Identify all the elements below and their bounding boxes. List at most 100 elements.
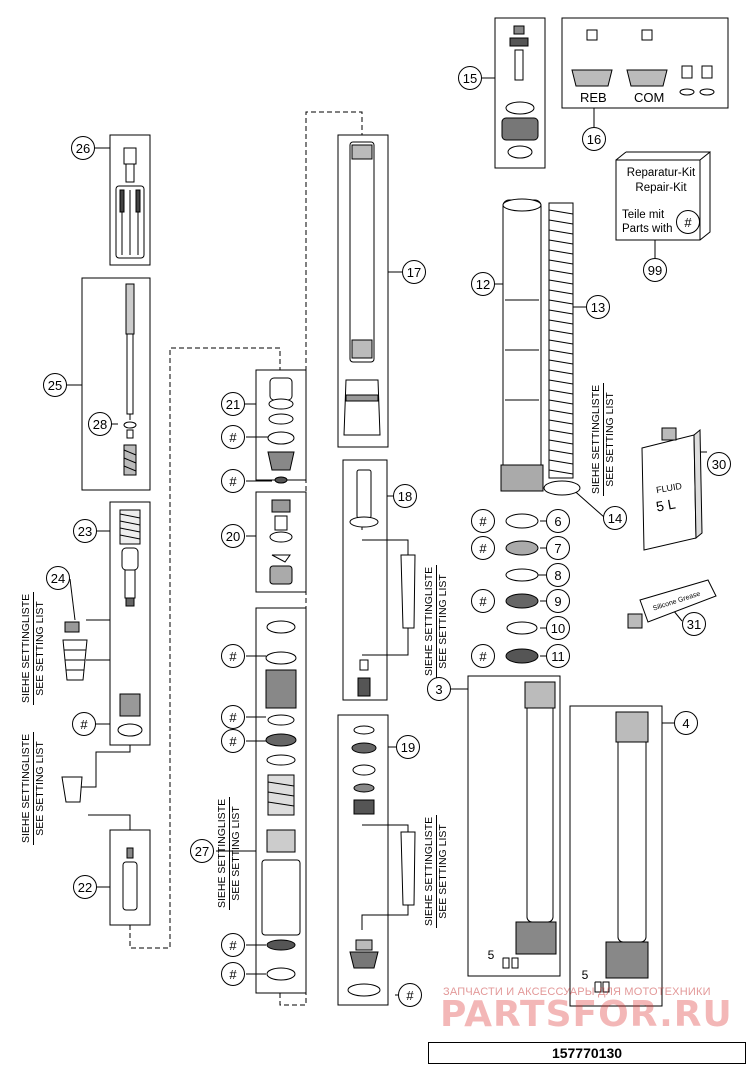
box-16 xyxy=(561,17,729,109)
setting-label-5-de: SIEHE SETTINGLISTE xyxy=(423,814,437,928)
part-14 xyxy=(543,480,581,496)
callout-5a: 5 xyxy=(479,943,503,967)
part-15 xyxy=(501,25,539,159)
part-16 xyxy=(571,29,715,96)
part-21 xyxy=(267,377,295,484)
label-reb: REB xyxy=(580,90,607,105)
setting-label-2: SIEHE SETTINGLISTE SEE SETTING LIST xyxy=(20,731,47,845)
callout-25: 25 xyxy=(43,373,67,397)
callout-hash-j: # xyxy=(471,509,495,533)
setting-label-2-de: SIEHE SETTINGLISTE xyxy=(20,731,34,845)
callout-10: 10 xyxy=(546,616,570,640)
callout-5b: 5 xyxy=(573,963,597,987)
callout-hash-e: # xyxy=(221,705,245,729)
setting-label-1-en: SEE SETTING LIST xyxy=(34,601,46,696)
setting-label-5-en: SEE SETTING LIST xyxy=(437,824,449,919)
part-number: 157770130 xyxy=(428,1042,746,1064)
callout-7: 7 xyxy=(546,536,570,560)
part-10 xyxy=(506,621,538,635)
part-19 xyxy=(347,725,416,997)
setting-label-1: SIEHE SETTINGLISTE SEE SETTING LIST xyxy=(20,591,47,705)
part-7 xyxy=(505,540,539,556)
watermark-line-2: PARTSFOR.RU xyxy=(440,994,733,1035)
setting-label-6-en: SEE SETTING LIST xyxy=(604,392,616,487)
callout-16: 16 xyxy=(582,127,606,151)
callout-6: 6 xyxy=(546,509,570,533)
callout-28: 28 xyxy=(88,412,112,436)
callout-12: 12 xyxy=(471,272,495,296)
setting-label-3-en: SEE SETTING LIST xyxy=(230,806,242,901)
part-24 xyxy=(62,621,88,681)
callout-hash-d: # xyxy=(221,644,245,668)
box-25 xyxy=(81,277,151,491)
kit-line-1: Reparatur-Kit xyxy=(626,167,696,179)
callout-hash-k: # xyxy=(471,536,495,560)
callout-27: 27 xyxy=(190,839,214,863)
callout-hash-g: # xyxy=(221,933,245,957)
setting-label-5: SIEHE SETTINGLISTE SEE SETTING LIST xyxy=(423,814,450,928)
repair-kit-box: Reparatur-Kit Repair-Kit Teile mit Parts… xyxy=(616,152,712,240)
part-6 xyxy=(505,513,539,529)
callout-4: 4 xyxy=(674,711,698,735)
callout-31: 31 xyxy=(682,612,706,636)
box-4 xyxy=(569,705,663,1007)
box-19 xyxy=(337,714,389,1006)
part-18 xyxy=(349,469,416,697)
callout-21: 21 xyxy=(221,392,245,416)
callout-14: 14 xyxy=(603,506,627,530)
part-4 xyxy=(594,711,649,993)
callout-hash-m: # xyxy=(471,644,495,668)
box-18 xyxy=(342,459,388,701)
callout-15: 15 xyxy=(458,66,482,90)
callout-hash-b: # xyxy=(221,425,245,449)
callout-8: 8 xyxy=(546,563,570,587)
setting-label-2-en: SEE SETTING LIST xyxy=(34,741,46,836)
part-12 xyxy=(500,198,544,492)
callout-22: 22 xyxy=(73,875,97,899)
callout-hash-l: # xyxy=(471,589,495,613)
box-17 xyxy=(337,134,389,448)
part-25 xyxy=(123,283,137,476)
callout-30: 30 xyxy=(707,452,731,476)
box-3 xyxy=(467,675,561,977)
kit-line-4: Parts with xyxy=(622,223,673,235)
part-3 xyxy=(502,681,557,969)
callout-19: 19 xyxy=(396,735,420,759)
setting-label-1-de: SIEHE SETTINGLISTE xyxy=(20,591,34,705)
part-23 xyxy=(117,509,143,737)
callout-3: 3 xyxy=(427,677,451,701)
part-9 xyxy=(505,593,539,609)
callout-24: 24 xyxy=(46,566,70,590)
label-com: COM xyxy=(634,90,665,105)
part-20 xyxy=(269,499,293,585)
setting-label-6-de: SIEHE SETTINGLISTE xyxy=(590,382,604,496)
part-22 xyxy=(122,847,138,911)
callout-18: 18 xyxy=(393,484,417,508)
part-cone-left xyxy=(61,776,83,803)
setting-label-4-en: SEE SETTING LIST xyxy=(437,574,449,669)
setting-label-6: SIEHE SETTINGLISTE SEE SETTING LIST xyxy=(590,382,617,496)
callout-20: 20 xyxy=(221,524,245,548)
part-31 xyxy=(627,579,717,629)
callout-17: 17 xyxy=(402,260,426,284)
callout-11: 11 xyxy=(546,644,570,668)
setting-label-4: SIEHE SETTINGLISTE SEE SETTING LIST xyxy=(423,564,450,678)
setting-label-3-de: SIEHE SETTINGLISTE xyxy=(216,796,230,910)
kit-line-3: Teile mit xyxy=(622,209,665,221)
part-8 xyxy=(505,568,539,582)
callout-23: 23 xyxy=(73,519,97,543)
callout-9: 9 xyxy=(546,589,570,613)
box-15 xyxy=(494,17,546,169)
part-27 xyxy=(261,620,301,981)
callout-hash-h: # xyxy=(221,962,245,986)
part-17 xyxy=(343,141,381,436)
callout-13: 13 xyxy=(586,295,610,319)
box-26 xyxy=(109,134,151,266)
can-label-2: 5 L xyxy=(654,495,677,515)
part-13 xyxy=(548,202,574,479)
callout-hash-c: # xyxy=(221,469,245,493)
part-30 xyxy=(641,427,703,551)
watermark-line-1: ЗАПЧАСТИ И АКСЕССУАРЫ ДЛЯ МОТОТЕХНИКИ xyxy=(443,986,711,998)
setting-label-4-de: SIEHE SETTINGLISTE xyxy=(423,564,437,678)
